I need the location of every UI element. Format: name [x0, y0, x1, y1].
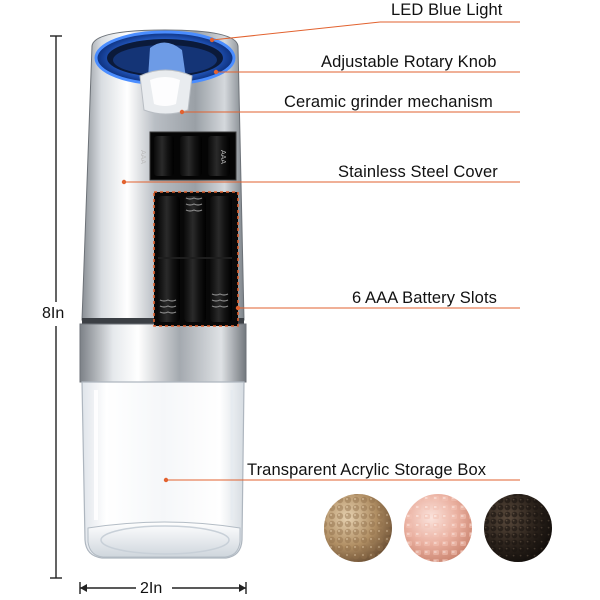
callout-battery-slots: 6 AAA Battery Slots: [352, 289, 497, 307]
spice-black-peppercorns: [484, 494, 552, 562]
height-dimension-label: 8In: [42, 305, 65, 322]
callout-adjustable-rotary-knob: Adjustable Rotary Knob: [321, 53, 497, 71]
callout-lines: [121, 21, 520, 483]
battery-marking-2: AAA: [219, 150, 226, 165]
callout-acrylic-storage: Transparent Acrylic Storage Box: [247, 461, 487, 479]
spice-pink-himalayan-salt: [404, 494, 472, 562]
rotary-knob: [139, 42, 193, 115]
battery-cutaway: [149, 131, 239, 327]
battery-marking: AAA: [139, 150, 146, 165]
callout-stainless-steel-cover: Stainless Steel Cover: [338, 163, 498, 181]
width-dimension-line: [79, 578, 247, 598]
callout-led-blue-light: LED Blue Light: [391, 1, 503, 19]
width-dimension-label: 2In: [140, 580, 163, 597]
spice-white-peppercorns: [324, 494, 392, 562]
callout-ceramic-grinder: Ceramic grinder mechanism: [284, 93, 493, 111]
height-dimension-line: [40, 35, 72, 579]
